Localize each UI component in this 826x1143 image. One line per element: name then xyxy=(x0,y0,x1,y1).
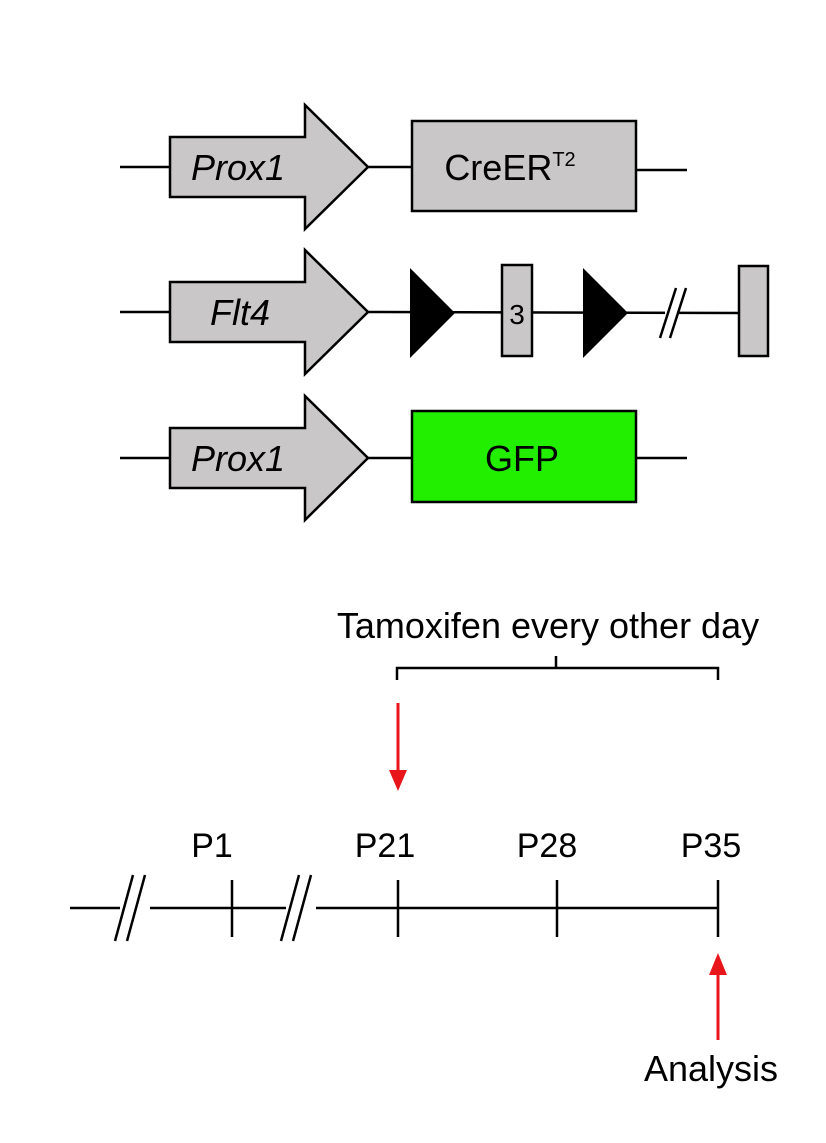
treatment-label: Tamoxifen every other day xyxy=(337,605,759,646)
treatment-bracket xyxy=(395,656,720,680)
promoter-label: Flt4 xyxy=(210,292,270,333)
tick-label-p21: P21 xyxy=(355,827,416,865)
break-mark xyxy=(125,874,147,942)
timeline-axis xyxy=(70,874,720,942)
construct-prox1-gfp xyxy=(120,393,687,523)
gfp-box xyxy=(410,409,638,504)
exon-label: 3 xyxy=(509,299,525,330)
analysis-label: Analysis xyxy=(644,1048,778,1089)
promoter-arrow xyxy=(168,247,370,377)
break-mark xyxy=(113,874,135,942)
loxp-triangle xyxy=(583,268,628,358)
break-mark xyxy=(291,874,313,942)
gene-label: CreERT2 xyxy=(444,147,575,188)
promoter-label: Prox1 xyxy=(191,147,285,188)
promoter-arrow xyxy=(168,393,370,523)
start-arrow xyxy=(389,703,407,791)
gene-name: CreER xyxy=(444,147,552,188)
exon-3-box xyxy=(500,263,534,358)
gene-superscript: T2 xyxy=(552,149,575,171)
gene-label: GFP xyxy=(485,438,559,479)
loxp-triangle xyxy=(410,268,455,358)
tick-label-p28: P28 xyxy=(517,827,578,865)
break-mark xyxy=(279,874,301,942)
analysis-arrow xyxy=(709,953,727,1040)
promoter-arrow xyxy=(168,102,370,232)
promoter-label: Prox1 xyxy=(191,438,285,479)
exon-box xyxy=(737,264,770,358)
tick-label-p1: P1 xyxy=(191,827,233,865)
break-mark xyxy=(668,287,688,339)
tick-label-p35: P35 xyxy=(681,827,742,865)
construct-flt4-floxed xyxy=(120,247,770,377)
construct-prox1-creert2 xyxy=(120,102,687,232)
creert2-box xyxy=(410,119,638,213)
break-mark xyxy=(658,287,678,339)
